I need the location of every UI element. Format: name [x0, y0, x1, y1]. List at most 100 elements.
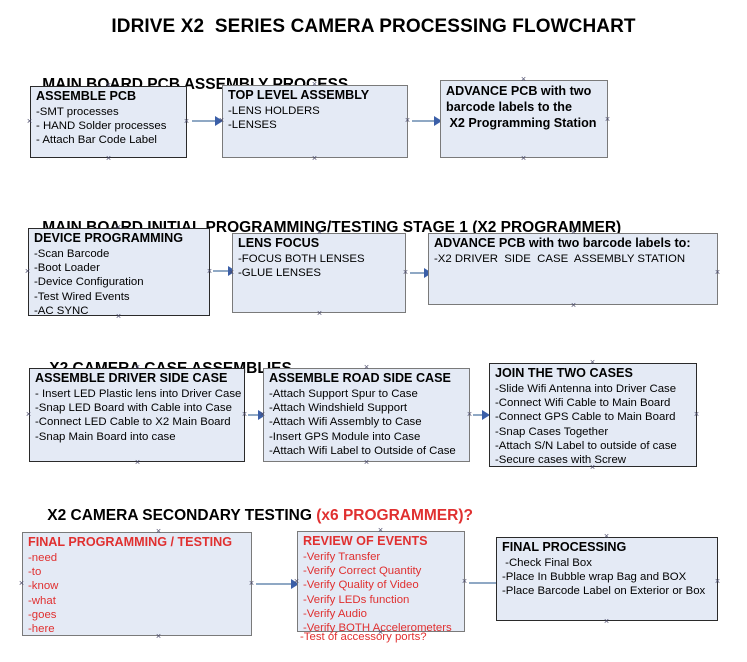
connection-handle-top[interactable] — [316, 229, 323, 236]
node-advance-pcb-programming-station[interactable]: ADVANCE PCB with two barcode labels to t… — [440, 80, 608, 158]
connection-handle-left[interactable] — [25, 411, 32, 418]
node-title: ASSEMBLE DRIVER SIDE CASE — [35, 371, 228, 385]
connection-handle-top[interactable] — [134, 364, 141, 371]
connection-handle-left[interactable] — [24, 268, 31, 275]
connection-handle-right[interactable] — [183, 118, 190, 125]
connection-handle-bottom[interactable] — [316, 310, 323, 317]
section-heading-4-text: X2 CAMERA SECONDARY TESTING — [47, 507, 317, 524]
connection-handle-left[interactable] — [18, 580, 25, 587]
node-item-overflow: -Test of accessory ports? — [300, 631, 427, 643]
connection-handle-right[interactable] — [466, 411, 473, 418]
connection-handle-top[interactable] — [520, 76, 527, 83]
node-item: -to — [28, 566, 42, 579]
node-item: -here — [28, 623, 55, 636]
page-title: IDRIVE X2 SERIES CAMERA PROCESSING FLOWC… — [111, 16, 636, 37]
connector-line — [412, 120, 437, 122]
connection-handle-top[interactable] — [115, 224, 122, 231]
node-item: -Scan Barcode — [34, 248, 110, 260]
node-item: -Verify Correct Quantity — [303, 565, 422, 578]
node-item: -Device Configuration — [34, 276, 144, 289]
node-title: JOIN THE TWO CASES — [495, 366, 633, 380]
node-title: REVIEW OF EVENTS — [303, 534, 428, 548]
connection-handle-bottom[interactable] — [570, 302, 577, 309]
node-item: -X2 DRIVER SIDE CASE ASSEMBLY STATION — [434, 253, 686, 265]
connection-handle-right[interactable] — [241, 411, 248, 418]
connector-line — [213, 270, 231, 272]
node-item: -need — [28, 552, 58, 564]
connection-handle-top[interactable] — [105, 82, 112, 89]
node-final-programming-testing[interactable]: FINAL PROGRAMMING / TESTING -need -to -k… — [22, 532, 252, 636]
connection-handle-bottom[interactable] — [377, 629, 384, 636]
node-item: - Attach Bar Code Label — [36, 134, 157, 147]
connection-handle-right[interactable] — [693, 411, 700, 418]
node-item: -Attach Windshield Support — [269, 402, 408, 415]
node-item: -Attach Wifi Assembly to Case — [269, 416, 422, 429]
node-join-the-two-cases[interactable]: JOIN THE TWO CASES -Slide Wifi Antenna i… — [489, 363, 697, 467]
connection-handle-right[interactable] — [402, 269, 409, 276]
node-title: ASSEMBLE ROAD SIDE CASE — [269, 371, 451, 385]
connection-handle-right[interactable] — [206, 268, 213, 275]
connection-handle-bottom[interactable] — [115, 313, 122, 320]
connection-handle-left[interactable] — [218, 117, 225, 124]
connector-line — [410, 272, 427, 274]
node-item: -LENSES — [228, 119, 277, 132]
node-item: -Attach S/N Label to outside of case — [495, 439, 677, 452]
node-assemble-driver-side-case[interactable]: ASSEMBLE DRIVER SIDE CASE - Insert LED P… — [29, 368, 245, 462]
connection-handle-bottom[interactable] — [134, 459, 141, 466]
node-device-programming[interactable]: DEVICE PROGRAMMING -Scan Barcode -Boot L… — [28, 228, 210, 317]
connection-handle-bottom[interactable] — [363, 459, 370, 466]
node-item: -Attach Support Spur to Case — [269, 388, 418, 400]
node-item: -LENS HOLDERS — [228, 105, 320, 117]
node-top-level-assembly[interactable]: TOP LEVEL ASSEMBLY -LENS HOLDERS -LENSES — [222, 85, 408, 158]
node-lens-focus[interactable]: LENS FOCUS -FOCUS BOTH LENSES -GLUE LENS… — [232, 233, 406, 313]
node-item: -FOCUS BOTH LENSES — [238, 253, 365, 265]
connection-handle-top[interactable] — [377, 527, 384, 534]
connection-handle-bottom[interactable] — [155, 633, 162, 640]
connection-handle-bottom[interactable] — [589, 464, 596, 471]
node-item: - Insert LED Plastic lens into Driver Ca… — [35, 388, 242, 400]
connection-handle-top[interactable] — [363, 364, 370, 371]
connection-handle-top[interactable] — [311, 81, 318, 88]
node-title: ADVANCE PCB with two barcode labels to: — [434, 236, 691, 250]
node-item: -Check Final Box — [502, 557, 592, 569]
connector-line — [469, 582, 505, 584]
node-item: -Snap LED Board with Cable into Case — [35, 402, 232, 415]
connection-handle-right[interactable] — [714, 578, 721, 585]
node-title: FINAL PROCESSING — [502, 540, 627, 554]
connector-line — [473, 414, 485, 416]
section-heading-4: X2 CAMERA SECONDARY TESTING (x6 PROGRAMM… — [30, 489, 473, 543]
node-final-processing[interactable]: FINAL PROCESSING -Check Final Box -Place… — [496, 537, 718, 621]
connection-handle-left[interactable] — [228, 269, 235, 276]
connection-handle-left[interactable] — [26, 118, 33, 125]
node-item: -Verify Quality of Video — [303, 579, 419, 592]
connection-handle-top[interactable] — [603, 533, 610, 540]
connector-line — [192, 120, 217, 122]
connection-handle-top[interactable] — [589, 359, 596, 366]
connection-handle-right[interactable] — [248, 580, 255, 587]
node-item: -Place Barcode Label on Exterior or Box — [502, 585, 706, 598]
connection-handle-right[interactable] — [714, 269, 721, 276]
node-item: -Verify BOTH Accelerometers — [303, 622, 452, 635]
node-advance-pcb-driver-side-station[interactable]: ADVANCE PCB with two barcode labels to: … — [428, 233, 718, 305]
node-item: barcode labels to the — [446, 100, 572, 114]
section-heading-4-accent: (x6 PROGRAMMER)? — [316, 507, 473, 524]
node-assemble-pcb[interactable]: ASSEMBLE PCB -SMT processes - HAND Solde… — [30, 86, 187, 158]
node-title: ADVANCE PCB with two — [446, 84, 592, 98]
node-review-of-events[interactable]: REVIEW OF EVENTS -Verify Transfer -Verif… — [297, 531, 465, 635]
connection-handle-right[interactable] — [604, 116, 611, 123]
connection-handle-right[interactable] — [461, 578, 468, 585]
connector-arrowhead — [434, 116, 442, 126]
connection-handle-left[interactable] — [259, 411, 266, 418]
connection-handle-top[interactable] — [155, 528, 162, 535]
connection-handle-bottom[interactable] — [603, 618, 610, 625]
connection-handle-top[interactable] — [570, 229, 577, 236]
connection-handle-right[interactable] — [404, 117, 411, 124]
node-assemble-road-side-case[interactable]: ASSEMBLE ROAD SIDE CASE -Attach Support … — [263, 368, 470, 462]
connection-handle-bottom[interactable] — [311, 155, 318, 162]
node-item: -AC SYNC — [34, 304, 89, 317]
connection-handle-left[interactable] — [293, 578, 300, 585]
connection-handle-bottom[interactable] — [105, 155, 112, 162]
connection-handle-bottom[interactable] — [520, 155, 527, 162]
connector-line — [248, 414, 261, 416]
